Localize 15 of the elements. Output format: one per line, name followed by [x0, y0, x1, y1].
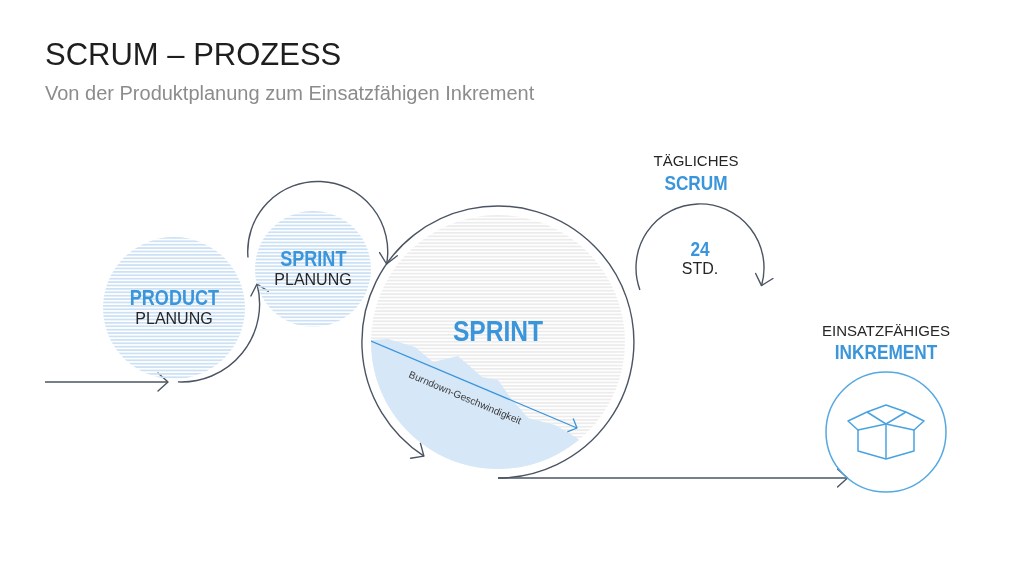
node-label: STD.	[681, 259, 719, 279]
node-title: SCRUM	[664, 171, 728, 195]
node-title: SPRINT	[452, 314, 544, 348]
node-label: PLANUNG	[274, 270, 352, 290]
node-title: INKREMENT	[834, 340, 938, 364]
title: SCRUM – PROZESS	[45, 36, 343, 74]
node-label: PLANUNG	[135, 309, 213, 329]
node-label: EINSATZFÄHIGES	[821, 321, 951, 341]
subtitle: Von der Produktplanung zum Einsatzfähigen Inkrement	[45, 81, 535, 105]
node-title: PRODUCT	[129, 287, 219, 309]
node-title: SPRINT	[279, 248, 347, 270]
node-title: 24	[690, 237, 710, 261]
curved-arrow	[247, 180, 398, 265]
arrow	[497, 468, 849, 488]
node-label: TÄGLICHES	[653, 151, 739, 171]
